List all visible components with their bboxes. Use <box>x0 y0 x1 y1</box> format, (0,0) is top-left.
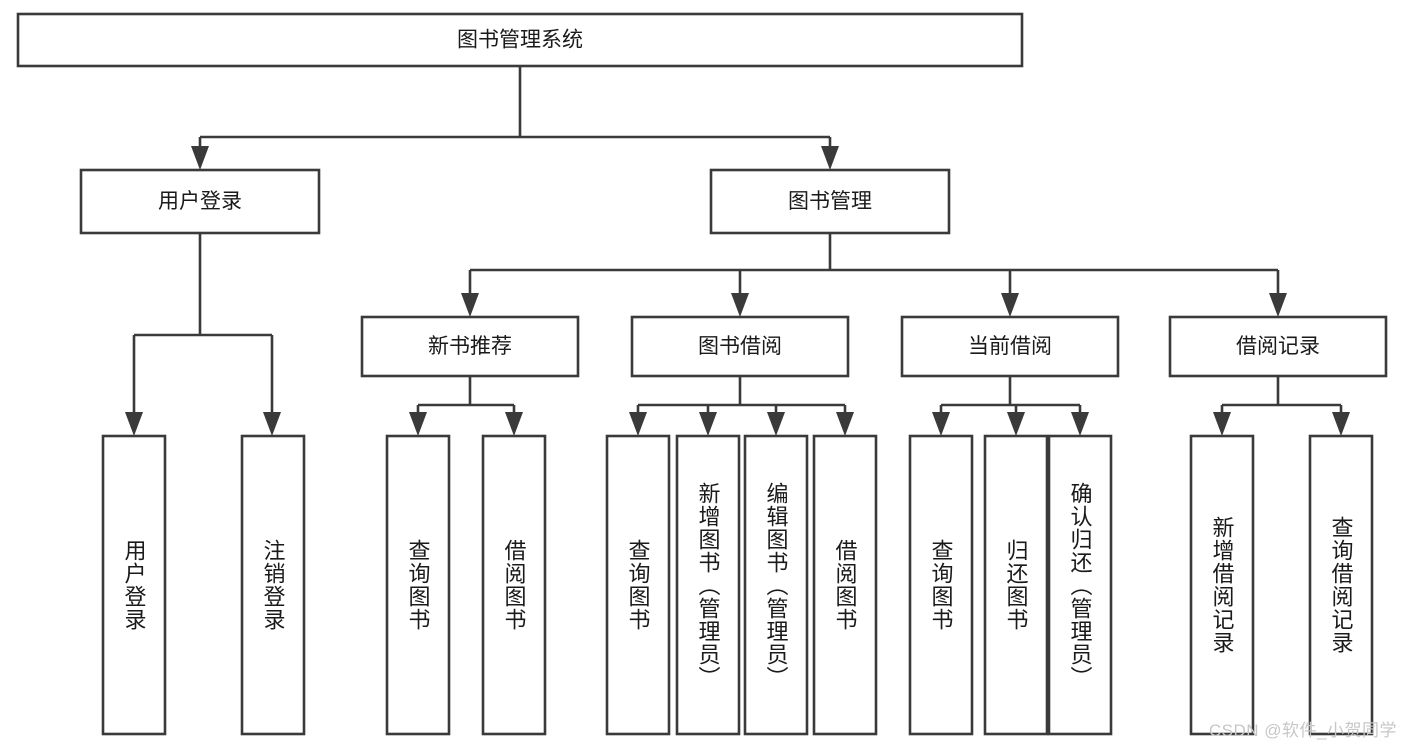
node-box-leaf-edit-book-admin[interactable] <box>743 434 809 736</box>
node-box-book-borrow[interactable] <box>630 315 850 378</box>
box-layer <box>16 12 1388 736</box>
node-box-leaf-query-borrow-record[interactable] <box>1308 434 1374 736</box>
node-box-borrow-record[interactable] <box>1168 315 1388 378</box>
arrow-head-leaf-borrow-book-1 <box>505 412 523 436</box>
node-box-leaf-user-logout[interactable] <box>240 434 306 736</box>
arrow-head-leaf-query-book-3 <box>932 412 950 436</box>
node-label-book-manage: 图书管理 <box>788 190 872 213</box>
arrow-head-book-manage <box>821 146 839 170</box>
node-label-borrow-record: 借阅记录 <box>1236 335 1320 358</box>
node-box-root[interactable] <box>16 12 1024 68</box>
arrow-head-leaf-borrow-book-2 <box>836 412 854 436</box>
node-box-leaf-query-book-1[interactable] <box>385 434 451 736</box>
arrow-head-new-book-recommend <box>461 293 479 317</box>
node-box-leaf-confirm-return-admin[interactable] <box>1047 434 1113 736</box>
arrow-head-leaf-add-borrow-record <box>1213 412 1231 436</box>
node-label-book-borrow: 图书借阅 <box>698 335 782 358</box>
node-box-leaf-return-book[interactable] <box>983 434 1049 736</box>
node-box-current-borrow[interactable] <box>900 315 1120 378</box>
arrow-head-borrow-record <box>1269 293 1287 317</box>
node-label-new-book-recommend: 新书推荐 <box>428 335 512 358</box>
node-box-leaf-borrow-book-2[interactable] <box>812 434 878 736</box>
arrow-head-leaf-user-login <box>125 412 143 436</box>
node-box-leaf-query-book-2[interactable] <box>605 434 671 736</box>
node-box-user-login[interactable] <box>79 168 321 235</box>
arrow-head-leaf-query-book-2 <box>629 412 647 436</box>
arrow-head-leaf-edit-book-admin <box>767 412 785 436</box>
node-box-leaf-add-borrow-record[interactable] <box>1189 434 1255 736</box>
arrow-head-leaf-confirm-return-admin <box>1071 412 1089 436</box>
arrow-head-leaf-query-book-1 <box>409 412 427 436</box>
node-box-book-manage[interactable] <box>709 168 951 235</box>
arrow-head-book-borrow <box>731 293 749 317</box>
connector-layer <box>125 66 1350 436</box>
arrow-head-leaf-query-borrow-record <box>1332 412 1350 436</box>
node-label-current-borrow: 当前借阅 <box>968 335 1052 358</box>
node-box-leaf-add-book-admin[interactable] <box>675 434 741 736</box>
node-box-leaf-query-book-3[interactable] <box>908 434 974 736</box>
arrow-head-leaf-user-logout <box>263 412 281 436</box>
node-label-root: 图书管理系统 <box>457 29 583 52</box>
arrow-head-current-borrow <box>1001 293 1019 317</box>
arrow-head-leaf-add-book-admin <box>699 412 717 436</box>
node-box-leaf-borrow-book-1[interactable] <box>481 434 547 736</box>
node-box-leaf-user-login[interactable] <box>101 434 167 736</box>
arrow-head-user-login <box>191 146 209 170</box>
arrow-head-leaf-return-book <box>1007 412 1025 436</box>
watermark: CSDN @软件_小贺同学 <box>1208 721 1397 740</box>
node-box-new-book-recommend[interactable] <box>360 315 580 378</box>
node-label-user-login: 用户登录 <box>158 190 242 213</box>
